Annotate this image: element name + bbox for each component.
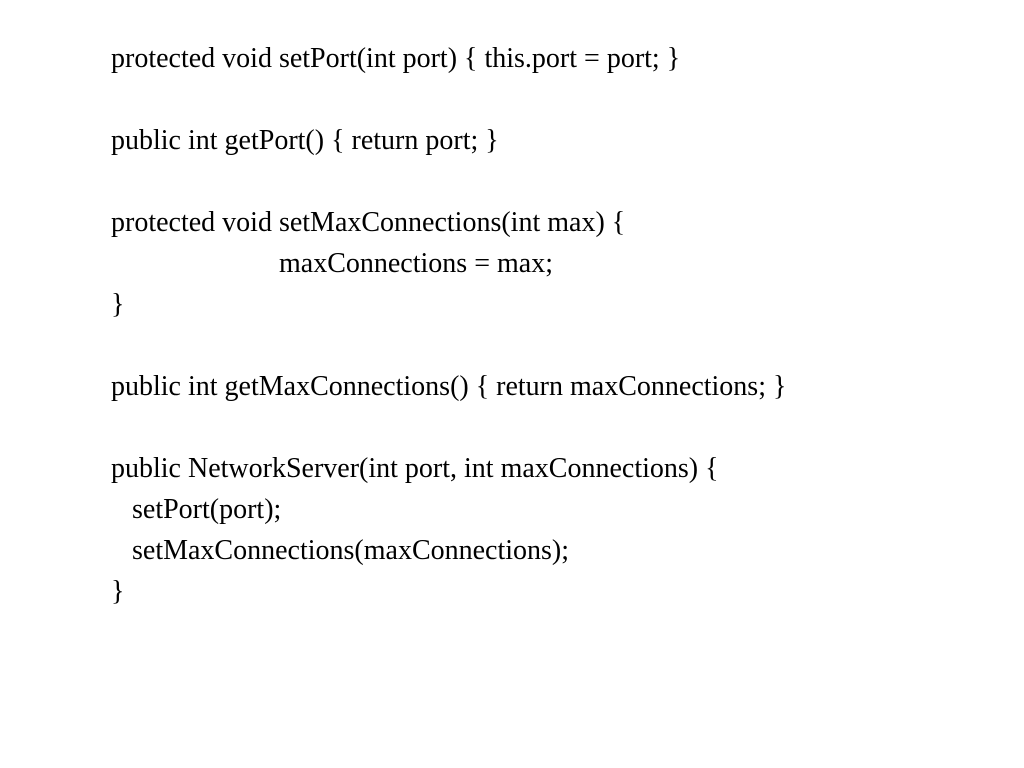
code-line: public int getMaxConnections() { return … [111, 371, 787, 402]
code-line: public NetworkServer(int port, int maxCo… [111, 453, 719, 484]
code-line [111, 407, 786, 448]
code-line: } [111, 576, 125, 607]
code-line [111, 161, 786, 202]
code-line: public int getPort() { return port; } [111, 125, 499, 156]
code-block: protected void setPort(int port) { this.… [111, 38, 786, 612]
code-line [111, 79, 786, 120]
code-line: protected void setMaxConnections(int max… [111, 207, 626, 238]
code-line: protected void setPort(int port) { this.… [111, 43, 681, 74]
code-line: setMaxConnections(maxConnections); [111, 535, 570, 566]
code-line: } [111, 289, 125, 320]
code-line: setPort(port); [111, 494, 282, 525]
code-line: maxConnections = max; [111, 248, 553, 279]
code-line [111, 325, 786, 366]
